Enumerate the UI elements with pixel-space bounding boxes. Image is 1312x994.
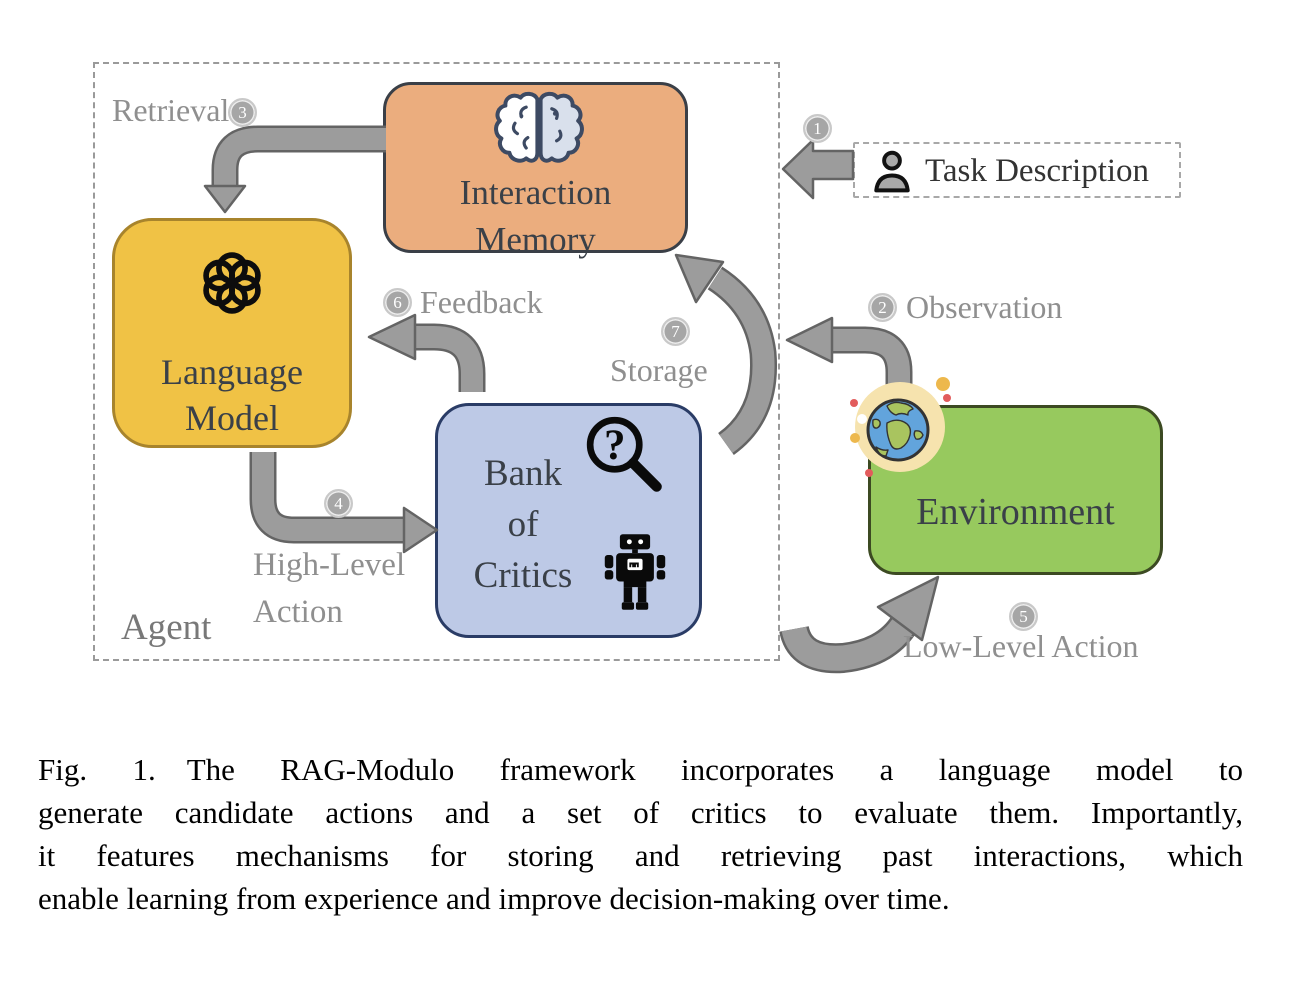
interaction-memory-label-line1: Interaction [459, 173, 612, 212]
high-level-action-label-line1: High-Level [253, 547, 406, 583]
arrow-task-to-agent [781, 138, 855, 200]
task-description-label: Task Description [925, 153, 1150, 189]
bank-of-critics-box: Bank of Critics ? [435, 403, 702, 638]
step-badge-6: 6 [383, 288, 412, 317]
step-badge-2: 2 [868, 293, 897, 322]
high-level-action-label-line2: Action [253, 594, 343, 630]
brain-icon [494, 91, 584, 163]
earth-icon [850, 377, 951, 477]
interaction-memory-box: Interaction Memory [383, 82, 688, 259]
step-badge-4: 4 [324, 489, 353, 518]
openai-logo-icon [203, 252, 261, 314]
svg-text:?: ? [604, 422, 626, 469]
bank-of-critics-label-line3: Critics [473, 555, 573, 596]
figure-caption: Fig. 1. The RAG-Modulo framework incorpo… [38, 748, 1243, 920]
caption-line-3: it features mechanisms for storing and r… [38, 838, 1243, 873]
language-model-label-line1: Language [161, 352, 303, 392]
bank-of-critics-label-line1: Bank [483, 453, 563, 494]
step-badge-5: 5 [1009, 602, 1038, 631]
storage-label: Storage [610, 352, 708, 388]
high-level-action-label: High-Level Action [253, 542, 405, 636]
task-description-box: Task Description [853, 142, 1181, 198]
language-model-label-line2: Model [185, 398, 279, 438]
step-badge-3: 3 [228, 98, 257, 127]
low-level-action-label: Low-Level Action [903, 628, 1139, 664]
environment-box: Environment [868, 405, 1163, 575]
person-icon [874, 150, 910, 193]
environment-label: Environment [916, 491, 1115, 533]
agent-label: Agent [121, 607, 212, 648]
retrieval-label: Retrieval [112, 92, 230, 128]
agent-boundary-box [93, 62, 780, 661]
caption-line-4: enable learning from experience and impr… [38, 881, 950, 916]
caption-line-1: Fig. 1. The RAG-Modulo framework incorpo… [38, 752, 1243, 787]
language-model-box: Language Model [112, 218, 352, 448]
caption-line-2: generate candidate actions and a set of … [38, 795, 1243, 830]
step-badge-1: 1 [803, 114, 832, 143]
observation-label: Observation [906, 289, 1063, 325]
feedback-label: Feedback [420, 284, 543, 320]
bank-of-critics-label-line2: of [507, 504, 539, 545]
interaction-memory-label-line2: Memory [475, 220, 596, 259]
step-badge-7: 7 [661, 317, 690, 346]
robot-icon [604, 534, 666, 610]
magnifier-question-icon: ? [586, 416, 662, 492]
